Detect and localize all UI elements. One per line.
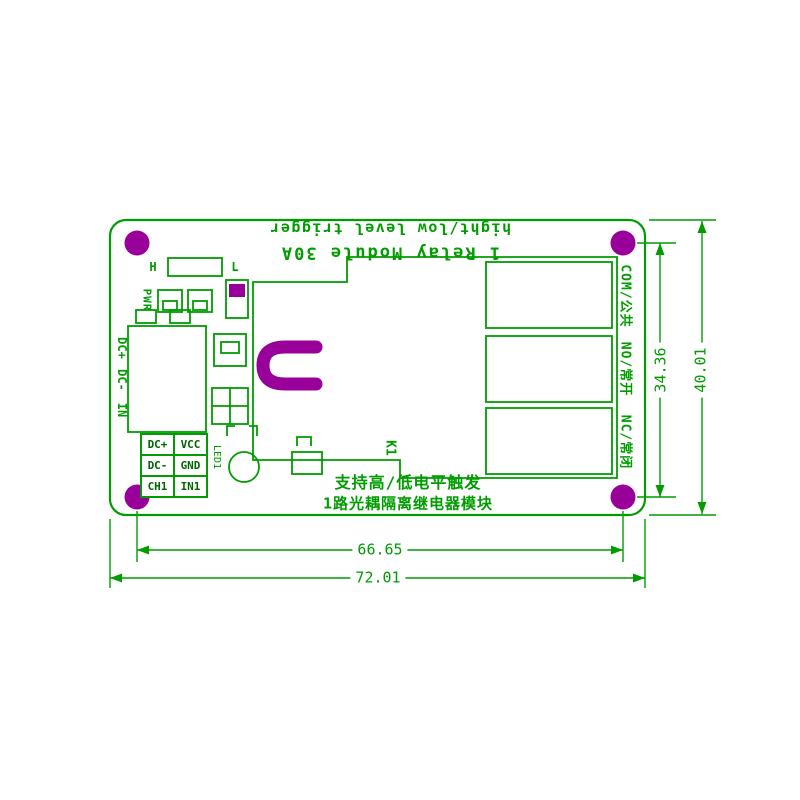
relay-label-nc: NC/常闭	[617, 414, 633, 470]
jumper-high-label: H	[149, 260, 157, 274]
terminal-com-outline	[485, 261, 613, 329]
caption-line2: 1路光耦隔离继电器模块	[322, 494, 494, 513]
relay-ref-label: K1	[382, 440, 398, 456]
copper-u-trace	[256, 340, 323, 391]
pwr-label: PWR	[140, 288, 154, 312]
jumper-outline	[167, 257, 223, 277]
capacitor-outline	[228, 451, 260, 483]
mounting-hole-top-left	[124, 230, 150, 256]
dimension-outer-width: 72.01	[350, 570, 406, 586]
jumper-low-label: L	[231, 260, 239, 274]
led1-label: LED1	[211, 444, 222, 470]
copper-features	[229, 284, 323, 391]
pin-cell: IN1	[174, 476, 207, 497]
relay-outline	[252, 256, 618, 479]
terminal-no-outline	[485, 335, 613, 403]
copper-pad	[229, 284, 245, 297]
component-outlines	[127, 256, 618, 483]
dimension-outer-height: 40.01	[692, 342, 710, 398]
terminal-nc-outline	[485, 407, 613, 475]
relay-label-no: NO/常开	[617, 341, 633, 397]
pin-cell: VCC	[174, 434, 207, 455]
dimension-hole-span-height: 34.36	[652, 342, 670, 398]
board-title-line1: 1 Relay Module 30A	[279, 242, 501, 263]
relay-label-com: COM/公共	[617, 264, 633, 328]
input-label-dc-minus: DC-	[115, 369, 129, 391]
pin-cell: DC+	[141, 434, 174, 455]
mounting-hole-bottom-right	[610, 484, 636, 510]
pin-cell: GND	[174, 455, 207, 476]
board-title-line2: hight/low level trigger	[268, 219, 512, 238]
input-label-dc-plus: DC+	[115, 337, 129, 359]
input-terminal-outline	[127, 325, 207, 433]
board-outline	[108, 218, 647, 517]
pin-cell: DC-	[141, 455, 174, 476]
input-label-in: IN	[115, 402, 129, 418]
dimension-arrows	[110, 221, 707, 583]
terminal-pin-table: DC+ VCC DC- GND CH1 IN1	[140, 433, 208, 498]
caption-line1: 支持高/低电平触发	[334, 473, 482, 492]
pin-cell: CH1	[141, 476, 174, 497]
dimension-hole-span-width: 66.65	[352, 542, 408, 558]
mounting-hole-top-right	[610, 230, 636, 256]
